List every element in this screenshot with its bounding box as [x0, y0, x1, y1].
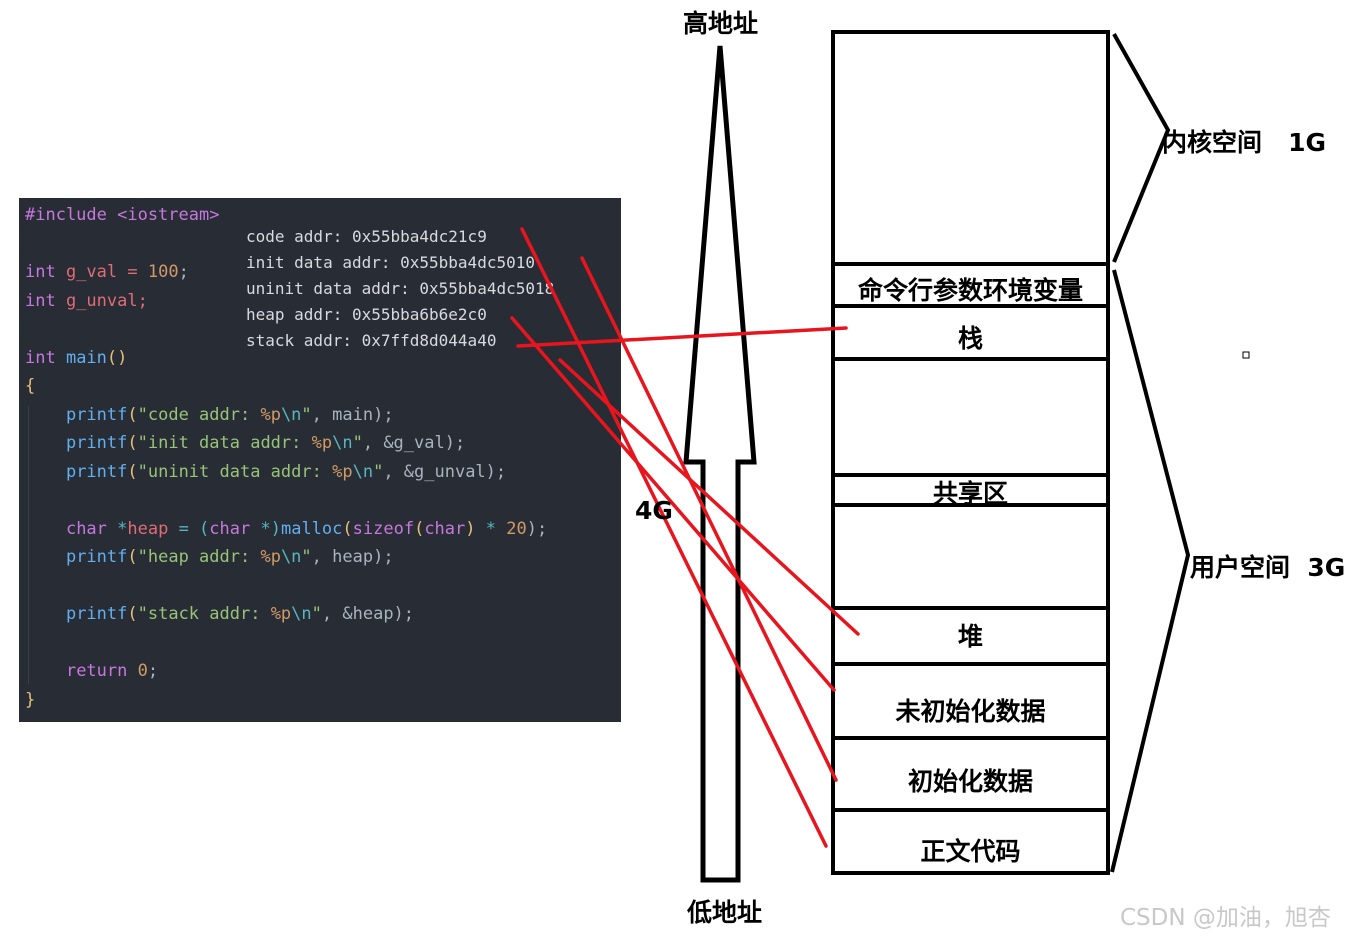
connector-stack	[516, 326, 848, 348]
output-uninit-addr: uninit data addr: 0x55bba4dc5018	[246, 279, 555, 298]
open-brace: {	[25, 376, 36, 396]
segment-dividers	[833, 262, 1108, 812]
segment-cmdline-env: 命令行参数环境变量	[857, 276, 1083, 305]
connector-uninit	[510, 316, 836, 692]
output-stack-addr: stack addr: 0x7ffd8d044a40	[246, 331, 497, 350]
segment-shared: 共享区	[932, 479, 1008, 508]
code-panel: #include <iostream> int g_val = 100; int…	[19, 198, 621, 722]
output-init-addr: init data addr: 0x55bba4dc5010	[246, 253, 535, 272]
user-brace	[1110, 269, 1191, 873]
printf-uninit-line: printf("uninit data addr: %p\n", &g_unva…	[65, 462, 507, 482]
segment-init-data: 初始化数据	[907, 767, 1033, 796]
size-4g-label: 4G	[635, 496, 673, 525]
segment-uninit-data: 未初始化数据	[895, 697, 1046, 726]
return-line: return 0;	[65, 661, 159, 681]
output-heap-addr: heap addr: 0x55bba6b6e2c0	[246, 305, 487, 324]
connector-code	[520, 227, 828, 848]
main-line: int main()	[25, 348, 128, 368]
heap-decl-line: char *heap = (char *)malloc(sizeof(char)…	[65, 519, 548, 539]
high-address-label: 高地址	[683, 9, 759, 38]
close-brace: }	[25, 690, 36, 710]
printf-init-line: printf("init data addr: %p\n", &g_val);	[65, 433, 466, 453]
printf-code-line: printf("code addr: %p\n", main);	[65, 405, 394, 425]
output-code-addr: code addr: 0x55bba4dc21c9	[246, 227, 487, 246]
segment-stack: 栈	[957, 324, 983, 353]
connector-heap	[558, 358, 860, 636]
connector-lines	[510, 227, 860, 848]
g-unval-line: int g_unval;	[25, 291, 148, 311]
printf-stack-line: printf("stack addr: %p\n", &heap);	[65, 604, 415, 624]
low-address-label: 低地址	[687, 898, 763, 927]
segment-heap: 堆	[957, 622, 983, 651]
include-line: #include <iostream>	[25, 205, 220, 225]
kernel-space-label: 内核空间 1G	[1162, 128, 1327, 157]
segment-text-code: 正文代码	[920, 837, 1021, 866]
address-arrow	[683, 45, 757, 883]
printf-heap-line: printf("heap addr: %p\n", heap);	[65, 547, 394, 567]
marker-square	[1242, 351, 1250, 359]
memory-column	[831, 30, 1110, 875]
connector-init	[580, 256, 838, 782]
watermark: CSDN @加油，旭杏	[1120, 905, 1331, 931]
kernel-brace	[1112, 33, 1171, 263]
g-val-line: int g_val = 100;	[25, 262, 189, 282]
indent-guide	[28, 406, 29, 684]
user-space-label: 用户空间 3G	[1190, 553, 1346, 582]
